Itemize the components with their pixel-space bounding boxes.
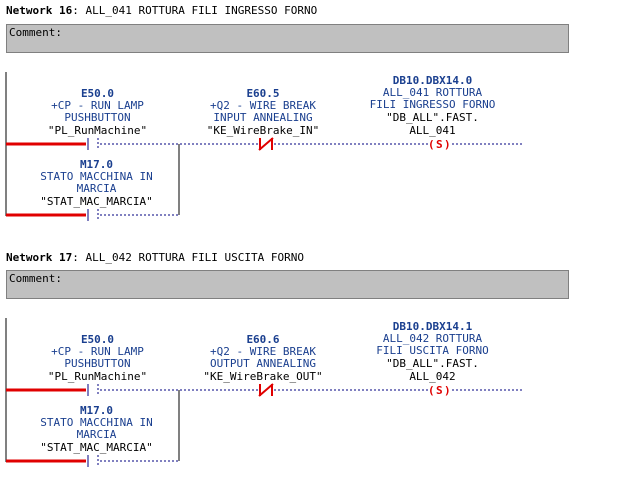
no-contact-icon	[87, 209, 99, 221]
no-contact-icon	[87, 384, 99, 396]
set-coil-icon: ( S )	[428, 384, 451, 397]
coil-comment: FILI USCITA FORNO	[376, 344, 489, 357]
contact-e60-6[interactable]: E60.6 +Q2 - WIRE BREAK OUTPUT ANNEALING …	[188, 333, 338, 383]
svg-text:): )	[444, 384, 451, 397]
coil-db10-dbx14-0[interactable]: DB10.DBX14.0 ALL_041 ROTTURA FILI INGRES…	[355, 74, 510, 137]
operand-comment: PUSHBUTTON	[64, 111, 131, 124]
coil-comment: FILI INGRESSO FORNO	[369, 98, 496, 111]
operand-symbol: "PL_RunMachine"	[47, 124, 148, 137]
operand-symbol: "KE_WireBrake_OUT"	[203, 370, 323, 383]
operand-address: E60.6	[246, 333, 280, 346]
coil-comment: ALL_042 ROTTURA	[382, 332, 483, 345]
nc-contact-icon	[258, 137, 274, 151]
operand-comment: INPUT ANNEALING	[213, 111, 313, 124]
contact-e60-5[interactable]: E60.5 +Q2 - WIRE BREAK INPUT ANNEALING "…	[188, 87, 338, 137]
coil-symbol: "DB_ALL".FAST.	[386, 357, 479, 370]
coil-comment: ALL_041 ROTTURA	[382, 86, 483, 99]
svg-text:S: S	[436, 138, 443, 151]
operand-comment: +CP - RUN LAMP	[51, 345, 144, 358]
contact-e50-0[interactable]: E50.0 +CP - RUN LAMP PUSHBUTTON "PL_RunM…	[20, 333, 175, 383]
nc-contact-icon	[258, 383, 274, 397]
svg-text:(: (	[428, 138, 435, 151]
operand-comment: OUTPUT ANNEALING	[210, 357, 316, 370]
svg-text:S: S	[436, 384, 443, 397]
rung-16: ( S )	[5, 72, 523, 221]
contact-m17-0[interactable]: M17.0 STATO MACCHINA IN MARCIA "STAT_MAC…	[14, 404, 179, 454]
operand-symbol: "PL_RunMachine"	[47, 370, 148, 383]
network-title-text: : ALL_041 ROTTURA FILI INGRESSO FORNO	[72, 4, 318, 17]
operand-address: E60.5	[246, 87, 280, 100]
network-number: Network 16	[6, 4, 73, 17]
operand-comment: MARCIA	[76, 182, 117, 195]
comment-label: Comment:	[9, 26, 62, 39]
operand-comment: STATO MACCHINA IN	[40, 170, 153, 183]
operand-address: M17.0	[79, 404, 114, 417]
no-contact-icon	[87, 138, 99, 150]
coil-db10-dbx14-1[interactable]: DB10.DBX14.1 ALL_042 ROTTURA FILI USCITA…	[355, 320, 510, 383]
svg-text:): )	[444, 138, 451, 151]
operand-comment: STATO MACCHINA IN	[40, 416, 153, 429]
operand-address: E50.0	[80, 87, 115, 100]
rung-17: ( S )	[5, 318, 523, 467]
network-title: Network 16: ALL_041 ROTTURA FILI INGRESS…	[6, 4, 317, 17]
set-coil-icon: ( S )	[428, 138, 451, 151]
coil-symbol: ALL_042	[409, 370, 456, 383]
operand-symbol: "STAT_MAC_MARCIA"	[40, 441, 153, 454]
operand-comment: +Q2 - WIRE BREAK	[210, 345, 316, 358]
coil-address: DB10.DBX14.0	[392, 74, 473, 87]
coil-address: DB10.DBX14.1	[392, 320, 473, 333]
coil-symbol: ALL_041	[409, 124, 456, 137]
operand-comment: +CP - RUN LAMP	[51, 99, 144, 112]
no-contact-icon	[87, 455, 99, 467]
operand-comment: +Q2 - WIRE BREAK	[210, 99, 316, 112]
network-title: Network 17: ALL_042 ROTTURA FILI USCITA …	[6, 251, 304, 264]
operand-comment: PUSHBUTTON	[64, 357, 131, 370]
operand-address: M17.0	[79, 158, 114, 171]
operand-symbol: "STAT_MAC_MARCIA"	[40, 195, 153, 208]
svg-text:(: (	[428, 384, 435, 397]
comment-box[interactable]: Comment:	[6, 270, 569, 299]
network-number: Network 17	[6, 251, 73, 264]
operand-symbol: "KE_WireBrake_IN"	[206, 124, 320, 137]
operand-comment: MARCIA	[76, 428, 117, 441]
network-title-text: : ALL_042 ROTTURA FILI USCITA FORNO	[72, 251, 305, 264]
contact-e50-0[interactable]: E50.0 +CP - RUN LAMP PUSHBUTTON "PL_RunM…	[20, 87, 175, 137]
comment-label: Comment:	[9, 272, 62, 285]
coil-symbol: "DB_ALL".FAST.	[386, 111, 479, 124]
comment-box[interactable]: Comment:	[6, 24, 569, 53]
contact-m17-0[interactable]: M17.0 STATO MACCHINA IN MARCIA "STAT_MAC…	[14, 158, 179, 208]
operand-address: E50.0	[80, 333, 115, 346]
